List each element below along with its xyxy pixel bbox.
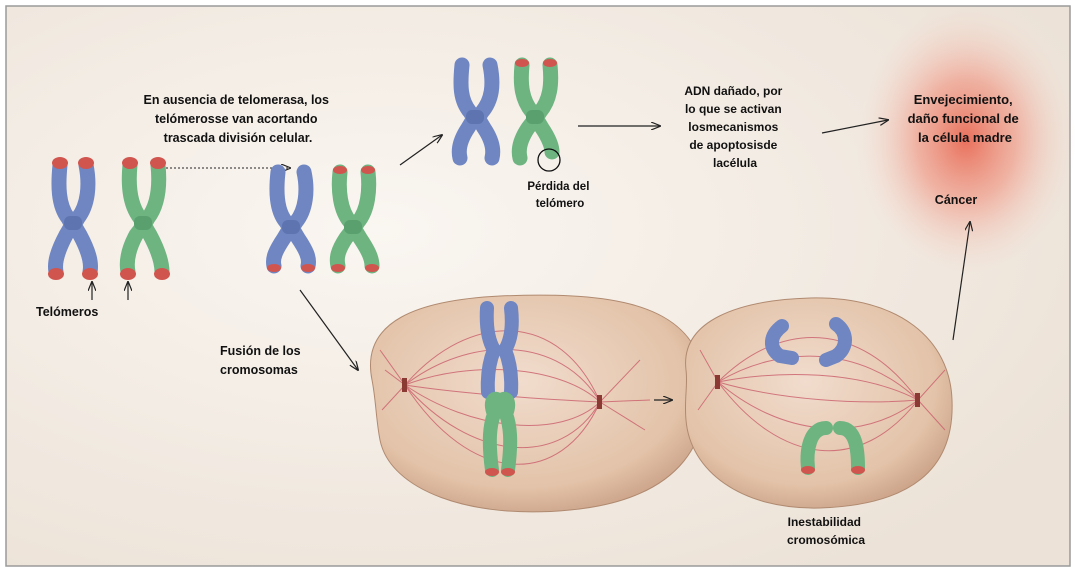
telomerase-caption: En ausencia de telomerasa, los telómeros… <box>144 93 333 145</box>
aging-caption: Envejecimiento, daño funcional de la cél… <box>908 92 1023 145</box>
cell-instability <box>685 298 952 508</box>
cell-fusion <box>370 295 704 512</box>
cancer-label: Cáncer <box>935 193 978 207</box>
telomeres-label: Telómeros <box>36 305 98 319</box>
